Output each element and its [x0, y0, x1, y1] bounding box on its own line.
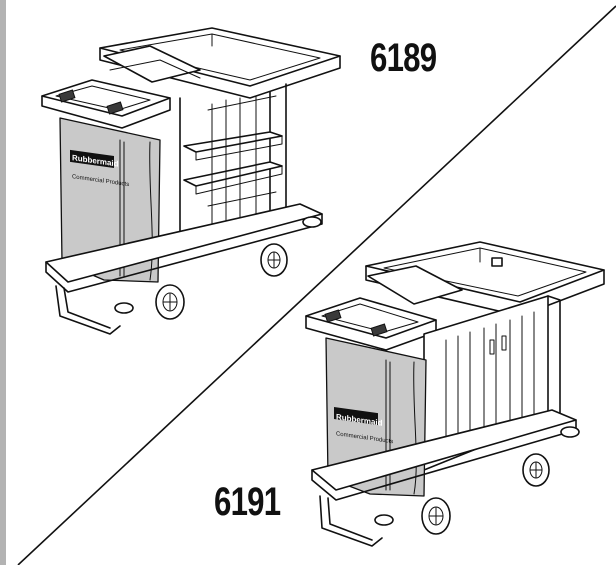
cart-6191: Rubbermaid Commercial Products — [305, 241, 605, 547]
cart-6189: Rubbermaid Commercial Products — [41, 27, 341, 335]
diagonal-divider — [17, 5, 616, 565]
frame-edge — [0, 0, 6, 565]
model-number-6189: 6189 — [370, 36, 437, 80]
model-number-6191: 6191 — [214, 480, 281, 524]
